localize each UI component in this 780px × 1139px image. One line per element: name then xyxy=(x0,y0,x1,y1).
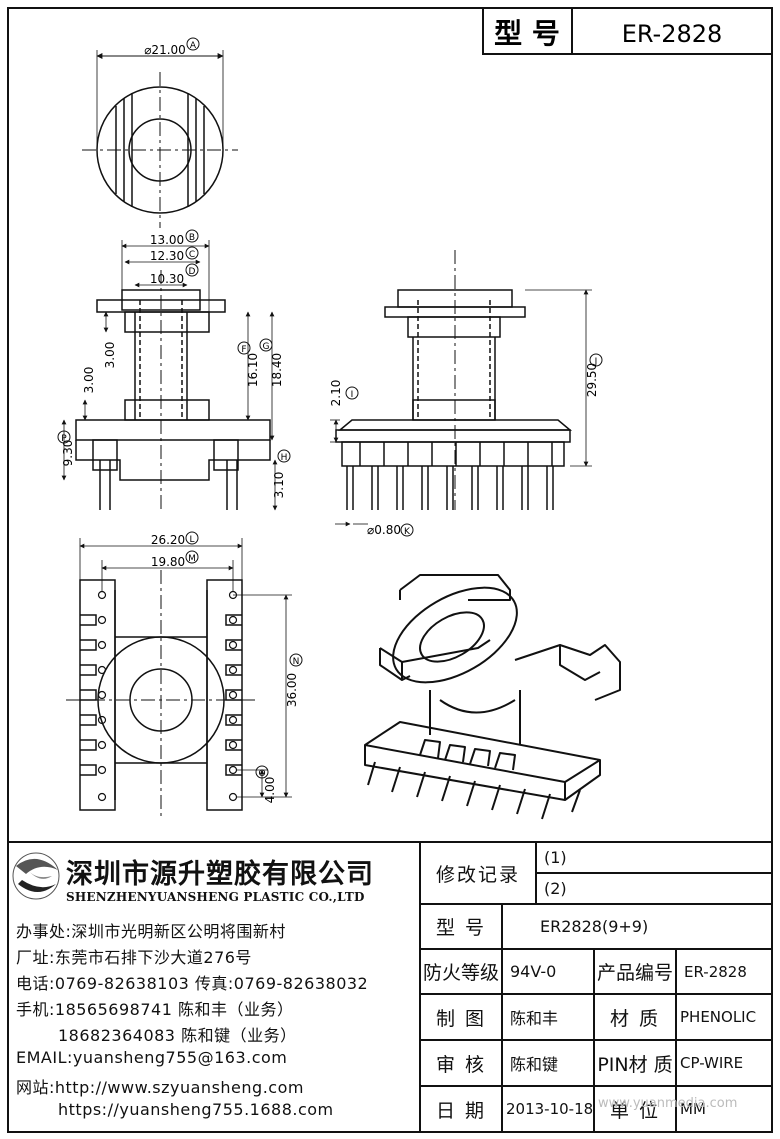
model-label: 型 号 xyxy=(435,917,487,939)
dim-l-mark: L xyxy=(189,535,194,545)
fire-rating-label: 防火等级 xyxy=(422,962,499,984)
bottom-view-dims xyxy=(79,538,292,798)
dim-d: 10.30 xyxy=(150,272,184,286)
company-name-cn: 深圳市源升塑胶有限公司 xyxy=(66,859,374,890)
date-label: 日 期 xyxy=(435,1099,487,1122)
pin-material-value: CP-WIRE xyxy=(680,1054,744,1072)
dim-a: ⌀21.00 xyxy=(144,43,186,57)
dim-g: 18.40 xyxy=(270,353,284,387)
material-value: PHENOLIC xyxy=(680,1008,757,1026)
dim-j-mark: J xyxy=(594,357,598,367)
fire-rating-value: 94V-0 xyxy=(510,962,557,981)
dim-f: 16.10 xyxy=(246,353,260,387)
dim-c-mark: C xyxy=(189,250,195,260)
sheet-border xyxy=(7,7,773,1133)
dim-h-mark: H xyxy=(281,453,288,463)
unit-label: 单 位 xyxy=(609,1099,661,1122)
pin-material-label: PIN材 质 xyxy=(597,1053,673,1076)
unit-value: MM xyxy=(680,1100,706,1118)
dim-f-mark: F xyxy=(241,345,246,355)
front-view-dims xyxy=(61,240,278,511)
dim-m: 19.80 xyxy=(151,555,185,569)
side-view xyxy=(335,250,573,510)
dim-n-mark: N xyxy=(293,657,300,667)
dim-d-mark: D xyxy=(189,267,196,277)
dim-k: ⌀0.80 xyxy=(367,523,401,537)
bottom-view-pins xyxy=(97,590,238,802)
website-link-2[interactable]: https://yuansheng755.1688.com xyxy=(58,1100,334,1119)
title-block-lines xyxy=(8,841,772,1132)
dim-k-mark: K xyxy=(404,527,411,537)
mobile-1: 手机:18565698741 陈和丰（业务） xyxy=(16,1000,294,1019)
product-no-label: 产品编号 xyxy=(596,962,673,984)
revision-1: (1) xyxy=(544,848,567,867)
dim-e2: 3.00 xyxy=(82,367,96,394)
drawn-by-label: 制 图 xyxy=(435,1007,487,1030)
date-value: 2013-10-18 xyxy=(506,1100,594,1118)
dim-c: 12.30 xyxy=(150,249,184,263)
header-model-label: 型 号 xyxy=(494,17,560,50)
dim-p-mark: P xyxy=(61,434,67,444)
company-name-en: SHENZHENYUANSHENG PLASTIC CO.,LTD xyxy=(66,890,365,904)
material-label: 材 质 xyxy=(609,1007,661,1030)
watermark: www.yuanmedia.com xyxy=(598,1096,738,1111)
model-value: ER2828(9+9) xyxy=(540,917,649,936)
dim-l: 26.20 xyxy=(151,533,185,547)
header-model-value: ER-2828 xyxy=(622,20,723,48)
product-no-value: ER-2828 xyxy=(684,962,747,981)
company-logo-icon xyxy=(12,852,60,900)
dim-h: 3.10 xyxy=(272,472,286,499)
header-box xyxy=(482,7,773,55)
dim-a-mark: A xyxy=(190,41,197,51)
dim-i: 2.10 xyxy=(329,380,343,407)
dim-m-mark: M xyxy=(188,554,196,564)
dim-p: 9.30 xyxy=(61,440,75,467)
dim-b-mark: B xyxy=(189,233,195,243)
dim-i-mark: I xyxy=(351,390,354,400)
website-link[interactable]: 网站:http://www.szyuansheng.com xyxy=(16,1078,304,1097)
mobile-2: 18682364083 陈和键（业务） xyxy=(58,1026,297,1045)
drawn-by-value: 陈和丰 xyxy=(510,1009,559,1028)
dim-o: 4.00 xyxy=(263,777,277,804)
iso-view xyxy=(364,574,621,820)
dim-e: 3.00 xyxy=(103,342,117,369)
dim-g-mark: G xyxy=(263,342,270,352)
dim-j: 29.50 xyxy=(585,363,599,397)
phone-fax: 电话:0769-82638103 传真:0769-82638032 xyxy=(16,974,369,993)
factory-address: 厂址:东莞市石排下沙大道276号 xyxy=(16,948,252,967)
reviewed-by-label: 审 核 xyxy=(435,1053,487,1076)
office-address: 办事处:深圳市光明新区公明将围新村 xyxy=(16,922,286,941)
front-view xyxy=(75,270,271,510)
revision-label: 修改记录 xyxy=(435,863,520,886)
dim-b: 13.00 xyxy=(150,233,184,247)
reviewed-by-value: 陈和键 xyxy=(510,1055,559,1074)
dim-o-mark: O xyxy=(258,769,265,779)
top-view xyxy=(82,50,238,228)
bottom-view xyxy=(66,570,256,820)
side-view-dims xyxy=(330,289,592,527)
dim-n: 36.00 xyxy=(285,673,299,707)
email-link[interactable]: EMAIL:yuansheng755@163.com xyxy=(16,1048,288,1067)
revision-2: (2) xyxy=(544,879,567,898)
